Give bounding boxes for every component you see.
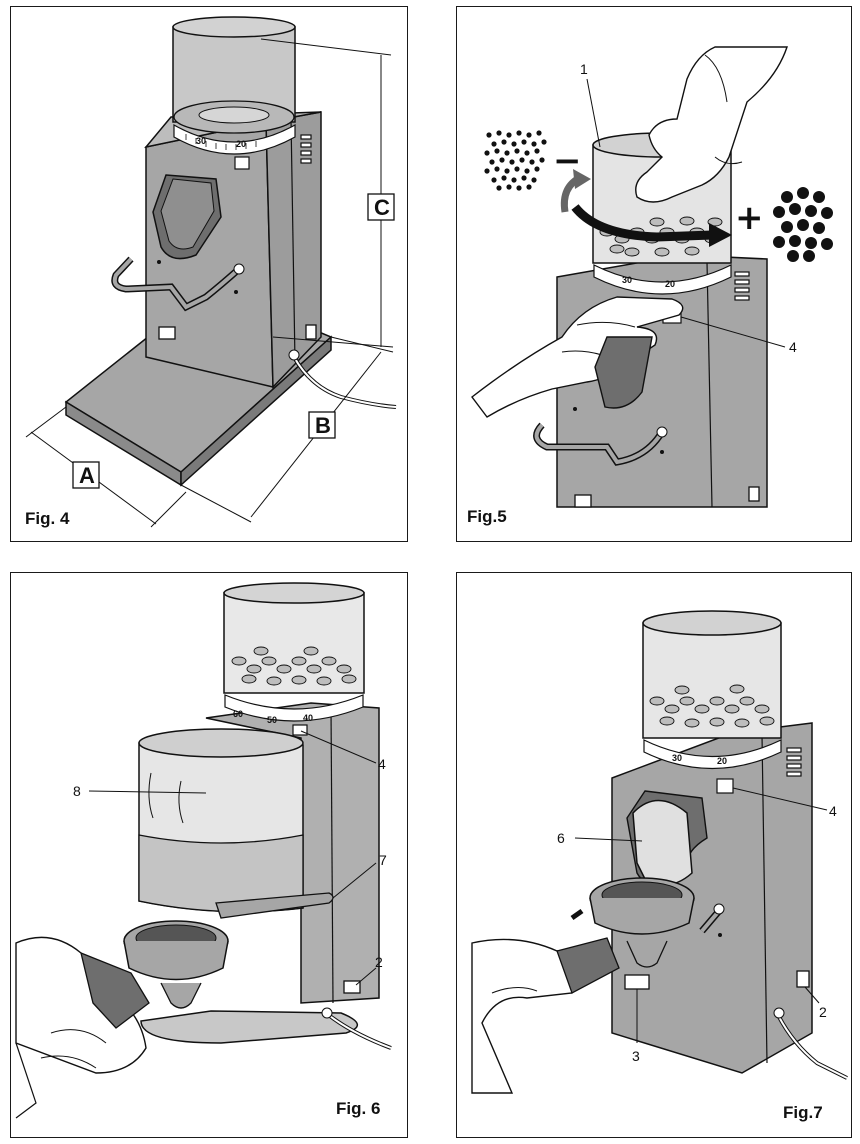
dial-mark-20: 20 bbox=[236, 139, 246, 149]
callout-7: 7 bbox=[379, 852, 387, 868]
figure-6-panel: 60 50 40 4 8 7 2 bbox=[10, 572, 408, 1138]
dial-mark-20: 20 bbox=[665, 279, 675, 289]
callout-2: 2 bbox=[375, 954, 383, 970]
adjustment-lock bbox=[292, 724, 308, 736]
figure-7-label: Fig.7 bbox=[783, 1103, 823, 1122]
callout-4: 4 bbox=[789, 339, 797, 355]
dial-mark-50: 50 bbox=[267, 715, 277, 725]
figure-5-panel: − + 30 bbox=[456, 6, 852, 542]
dimension-label-b: B bbox=[315, 413, 331, 438]
callout-8: 8 bbox=[73, 783, 81, 799]
hand-holding-portafilter bbox=[15, 936, 147, 1074]
figure-4-panel: 30 20 A B bbox=[10, 6, 408, 542]
dial-mark-20: 20 bbox=[717, 756, 727, 766]
callout-3: 3 bbox=[632, 1048, 640, 1064]
power-switch bbox=[796, 970, 810, 988]
dial-mark-40: 40 bbox=[303, 713, 313, 723]
dimension-label-a: A bbox=[79, 463, 95, 488]
callout-2: 2 bbox=[819, 1004, 827, 1020]
hand-turning-hopper bbox=[635, 46, 788, 203]
dial-mark-30: 30 bbox=[622, 275, 632, 285]
callout-6: 6 bbox=[557, 830, 565, 846]
figure-4-label: Fig. 4 bbox=[25, 509, 70, 528]
adjustment-lock bbox=[716, 778, 734, 794]
vent-slots bbox=[300, 134, 312, 164]
side-switch bbox=[305, 324, 317, 340]
callout-4: 4 bbox=[829, 803, 837, 819]
coarse-grind-dots bbox=[773, 187, 833, 262]
figure-5-label: Fig.5 bbox=[467, 507, 507, 526]
fine-grind-dots bbox=[484, 130, 547, 191]
dosing-chute-cover bbox=[632, 799, 693, 887]
dial-mark-30: 30 bbox=[196, 136, 206, 146]
dial-mark-30: 30 bbox=[672, 753, 682, 763]
figure-5-drawing: − + 30 bbox=[471, 46, 833, 508]
dial-mark-60: 60 bbox=[233, 709, 243, 719]
plus-sign: + bbox=[735, 198, 764, 238]
figure-7-panel: 30 20 6 4 2 3 Fig.7 bbox=[456, 572, 852, 1138]
dosing-lever bbox=[215, 892, 334, 919]
grinder-body-front bbox=[145, 121, 274, 388]
figure-4-drawing: 30 20 A B bbox=[25, 16, 397, 528]
figure-6-label: Fig. 6 bbox=[336, 1099, 381, 1118]
figure-7-drawing: 30 20 6 4 2 3 bbox=[471, 610, 848, 1094]
callout-4: 4 bbox=[378, 756, 386, 772]
front-switch bbox=[158, 326, 176, 340]
dimension-label-c: C bbox=[374, 195, 390, 220]
callout-1: 1 bbox=[580, 61, 588, 77]
figure-6-drawing: 60 50 40 4 8 7 2 bbox=[15, 582, 392, 1119]
hand-pressing-lock bbox=[471, 296, 684, 418]
adjustment-lock bbox=[234, 156, 250, 170]
power-switch bbox=[343, 980, 361, 994]
tamper-button bbox=[624, 974, 650, 990]
rotation-arrow bbox=[571, 204, 713, 242]
